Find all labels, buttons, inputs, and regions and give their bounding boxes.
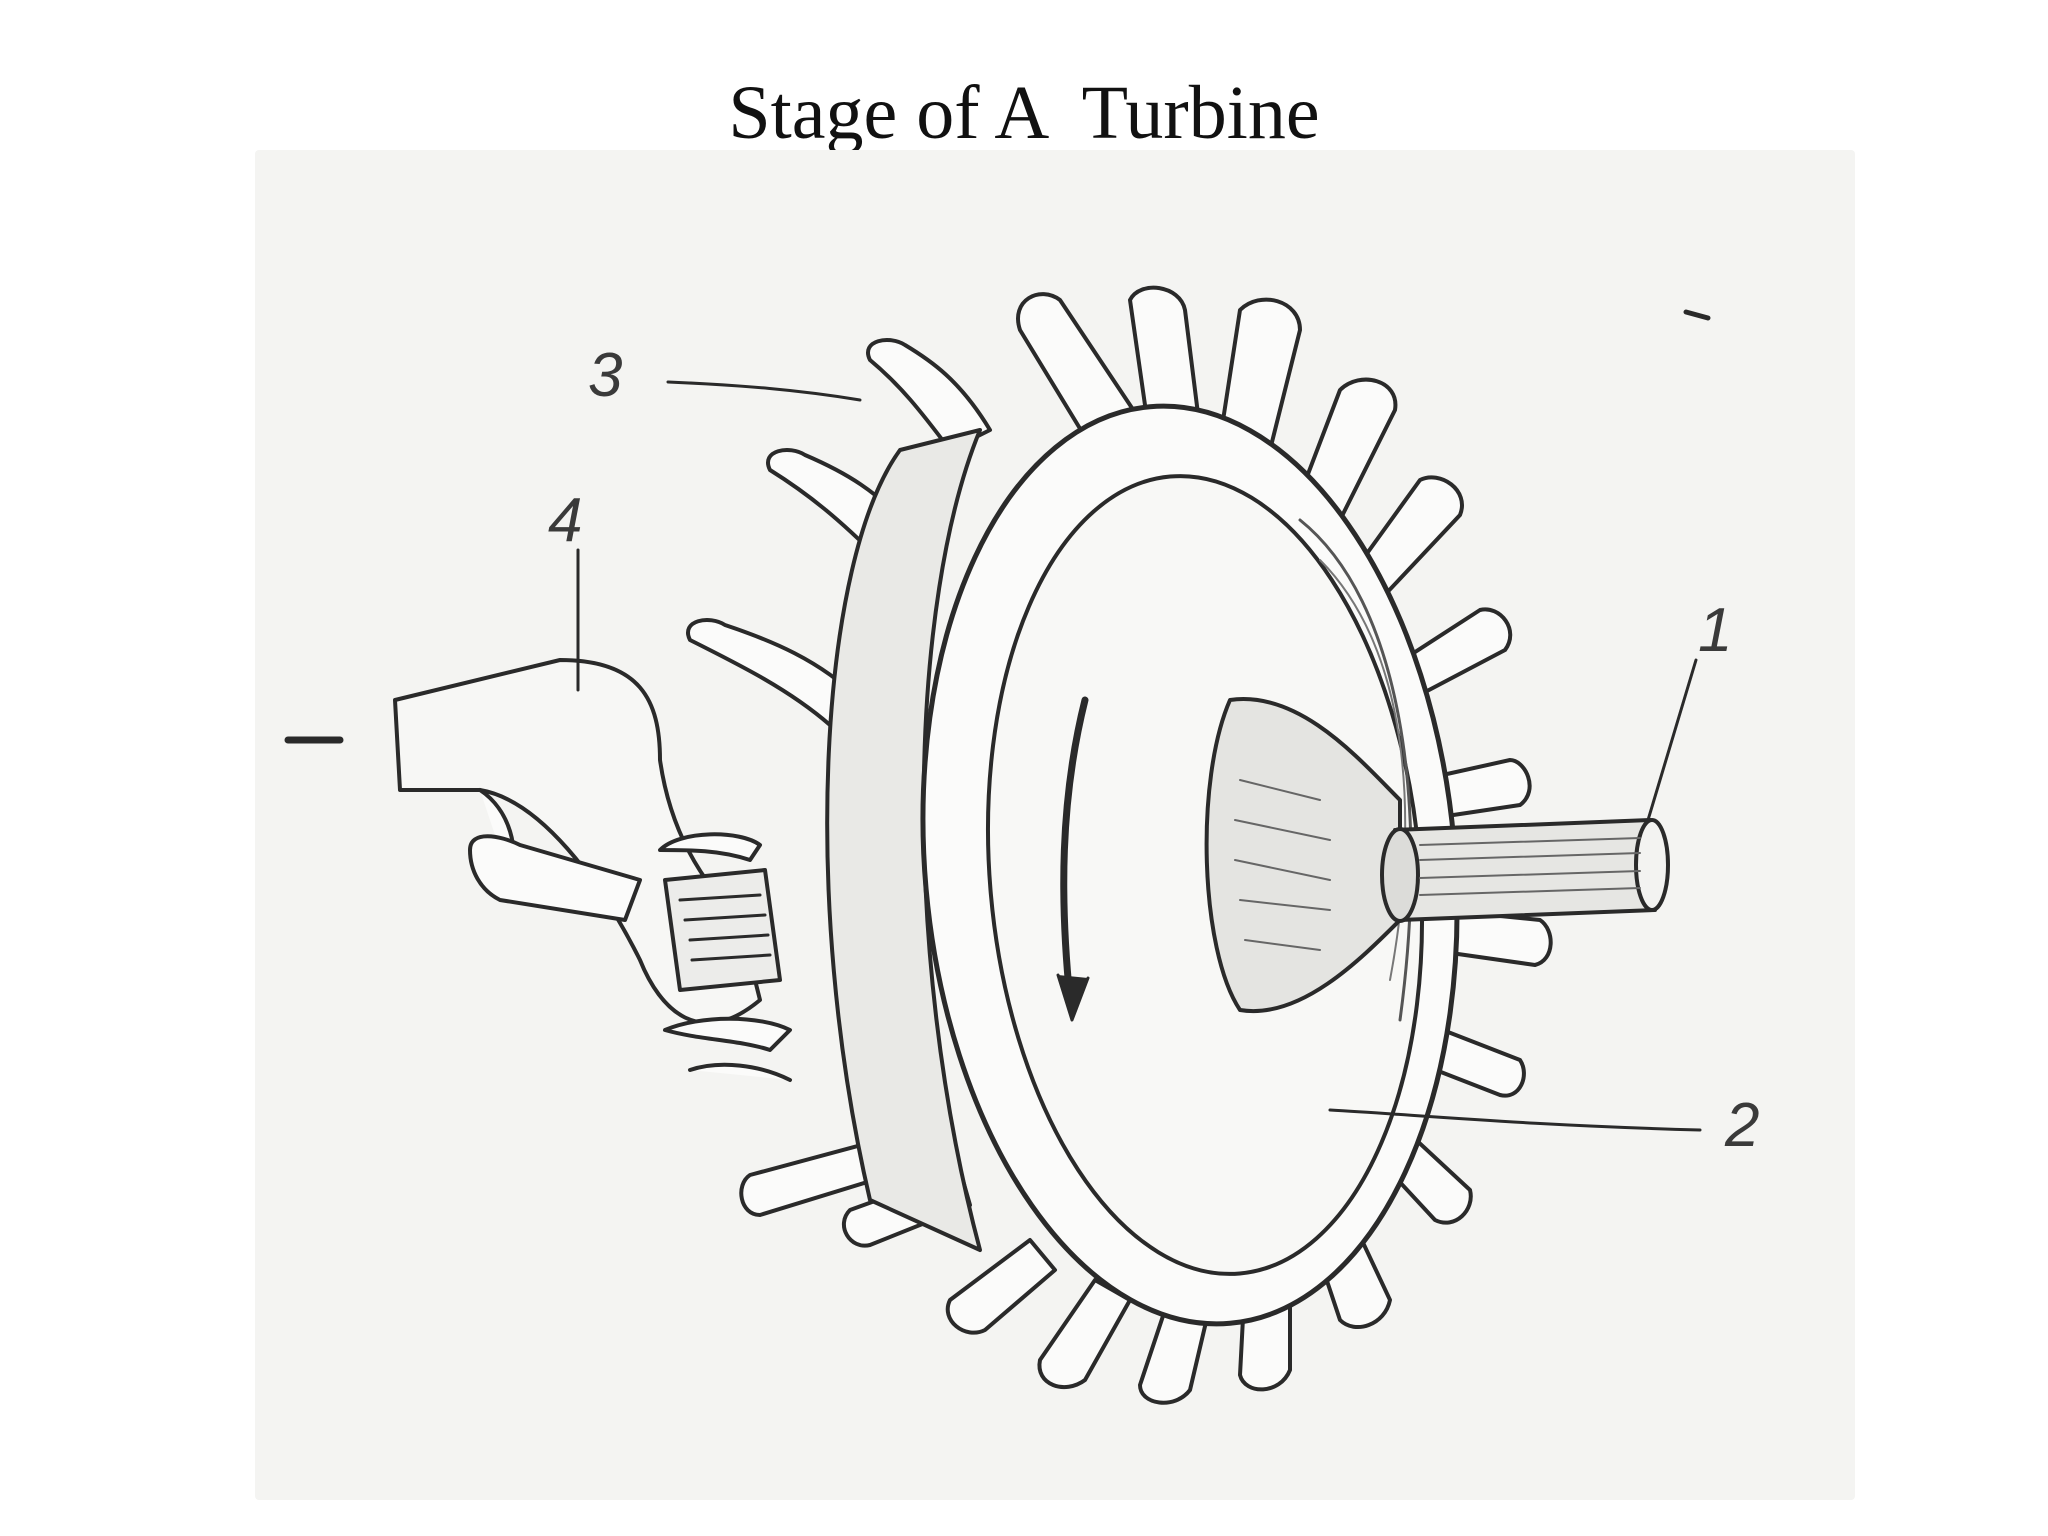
page-title: Stage of A Turbine (728, 71, 1320, 155)
shaft (1380, 818, 1670, 923)
mark (1683, 309, 1711, 321)
label-nozzle: 4 (548, 486, 583, 555)
leader-blade (666, 380, 862, 402)
label-disk: 2 (1725, 1091, 1760, 1160)
label-blade: 3 (588, 341, 623, 410)
rotation-arrow (1060, 696, 1089, 1004)
nozzle (393, 658, 792, 1082)
rear-rim (825, 428, 982, 1252)
leader-disk (1328, 1108, 1702, 1132)
hub-cone (1204, 697, 1402, 1014)
leader-shaft (1646, 658, 1698, 822)
label-shaft: 1 (1698, 596, 1733, 665)
side-blade (468, 834, 642, 922)
